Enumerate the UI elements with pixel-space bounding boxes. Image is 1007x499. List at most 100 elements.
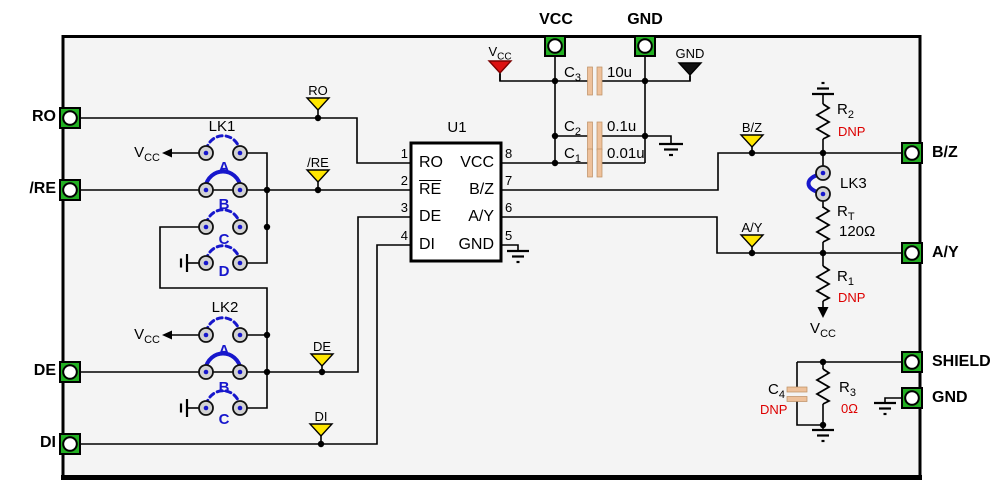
connector-gnd-label: GND	[932, 389, 968, 406]
capacitor-c3-ref: C3	[564, 64, 581, 84]
net-flag-de-icon	[309, 353, 335, 368]
u1-pin4-name: DI	[419, 236, 435, 253]
jumper-lk1-option-a: A	[218, 159, 230, 176]
jumper-lk1-label: LK1	[208, 118, 236, 135]
net-flag-ay-label: A/Y	[741, 220, 763, 235]
u1-pin2-name: RE	[419, 181, 442, 198]
capacitor-c2-value: 0.1u	[607, 118, 637, 135]
u1-pin8-name: VCC	[460, 154, 494, 171]
vcc-label-lk1: VCC	[134, 144, 160, 164]
junction-dots	[263, 77, 827, 448]
vcc-arrow-lk2	[162, 330, 172, 340]
net-flag-vcc-icon	[487, 60, 513, 75]
capacitor-c1-ref: C1	[564, 145, 581, 165]
ground-icon-c2	[659, 142, 683, 157]
u1-pin5-number: 5	[505, 228, 513, 243]
vcc-label-r1: VCC	[810, 320, 836, 340]
net-flag-bz-icon	[739, 134, 765, 149]
vcc-arrow-lk1	[162, 148, 172, 158]
u1-pin7-number: 7	[505, 173, 513, 188]
resistor-r1-note: DNP	[838, 290, 866, 305]
net-flag-di-label: DI	[314, 409, 328, 424]
ground-icon-lk1d	[179, 254, 189, 272]
connector-vcc-top-label: VCC	[539, 11, 573, 28]
resistor-rt-symbol	[815, 206, 831, 243]
net-flag-di-icon	[308, 423, 334, 438]
ground-icon-r3	[812, 428, 834, 443]
jumper-lk3-label: LK3	[840, 175, 867, 192]
wire-bz	[501, 152, 902, 191]
wire-di	[80, 244, 411, 445]
connector-di-label: DI	[40, 434, 56, 451]
wire-lk1-bus	[247, 152, 268, 264]
u1-pin3-name: DE	[419, 208, 442, 225]
connector-gnd-top-label: GND	[627, 11, 663, 28]
resistor-r1-symbol	[815, 265, 831, 302]
capacitor-c3-value: 10u	[607, 64, 633, 81]
capacitor-c2-ref: C2	[564, 118, 581, 138]
jumper-lk1-option-b: B	[218, 196, 230, 213]
jumper-lk2-option-b: B	[218, 379, 230, 396]
connector-bz-label: B/Z	[932, 144, 958, 161]
connector-shield-label: SHIELD	[932, 353, 991, 370]
arrowheads	[162, 148, 829, 340]
capacitor-c4-note: DNP	[760, 402, 788, 417]
net-flag-ro-icon	[305, 97, 331, 112]
ground-icon-r2	[812, 81, 834, 96]
u1-pin3-number: 3	[400, 200, 408, 215]
wire-lk1c-lk2-bus	[159, 226, 268, 409]
wires	[80, 56, 902, 445]
net-flag-bz-label: B/Z	[741, 120, 763, 135]
connector-de-label: DE	[33, 362, 56, 379]
net-flag-de-label: DE	[312, 339, 332, 354]
u1-pin8-number: 8	[505, 146, 513, 161]
jumper-lk2-option-c: C	[218, 411, 230, 428]
u1-pin4-number: 4	[400, 228, 408, 243]
net-flag-vcc-label: VCC	[488, 44, 512, 63]
wire-pin5-gnd	[501, 244, 519, 251]
jumper-lk2-label: LK2	[211, 299, 239, 316]
u1-pin6-number: 6	[505, 200, 513, 215]
resistor-r3-symbol	[815, 368, 831, 405]
capacitor-c3-symbol	[587, 66, 603, 96]
capacitor-c4-symbol	[786, 386, 808, 402]
u1-pin5-name: GND	[458, 236, 494, 253]
ground-icon-gnd-connector	[874, 401, 896, 416]
wire-c4-bot	[796, 401, 823, 426]
u1-body	[409, 141, 503, 263]
net-flag-ay-icon	[739, 234, 765, 249]
resistor-r3-value: 0Ω	[841, 401, 858, 416]
jumper-lk1-option-c: C	[218, 231, 230, 248]
capacitor-c1-value: 0.01u	[607, 145, 645, 162]
jumper-pins	[198, 145, 831, 416]
wire-ay	[501, 216, 902, 254]
u1-pin2-number: 2	[400, 173, 408, 188]
capacitor-symbols	[587, 66, 808, 402]
net-flag-ro-label: RO	[308, 83, 328, 98]
wire-gnd-conn	[884, 397, 902, 403]
resistor-r2-ref: R2	[837, 101, 854, 121]
u1-pin7-name: B/Z	[469, 181, 494, 198]
capacitor-c1-symbol	[587, 148, 603, 178]
resistor-rt-ref: RT	[837, 203, 855, 223]
resistor-r3-ref: R3	[839, 379, 856, 399]
u1-pin1-name: RO	[419, 154, 443, 171]
net-flag-gnd-icon	[677, 62, 703, 77]
wire-de	[80, 216, 411, 373]
resistor-r2-symbol	[815, 103, 831, 140]
connector-ay-label: A/Y	[932, 244, 959, 261]
jumper-lk2-option-a: A	[218, 342, 230, 359]
wire-c2-right	[602, 135, 672, 143]
net-flag-re-label: /RE	[307, 155, 329, 170]
jumper-lk1-option-d: D	[218, 263, 230, 280]
net-flag-gnd-label: GND	[675, 46, 705, 61]
u1-pin1-number: 1	[400, 146, 408, 161]
connector-ro-label: RO	[32, 108, 56, 125]
resistor-r1-ref: R1	[837, 268, 854, 288]
net-flag-re-icon	[305, 169, 331, 184]
capacitor-c4-ref: C4	[768, 381, 785, 401]
ground-icon-u1-pin5	[507, 249, 529, 264]
u1-pin6-name: A/Y	[468, 208, 494, 225]
